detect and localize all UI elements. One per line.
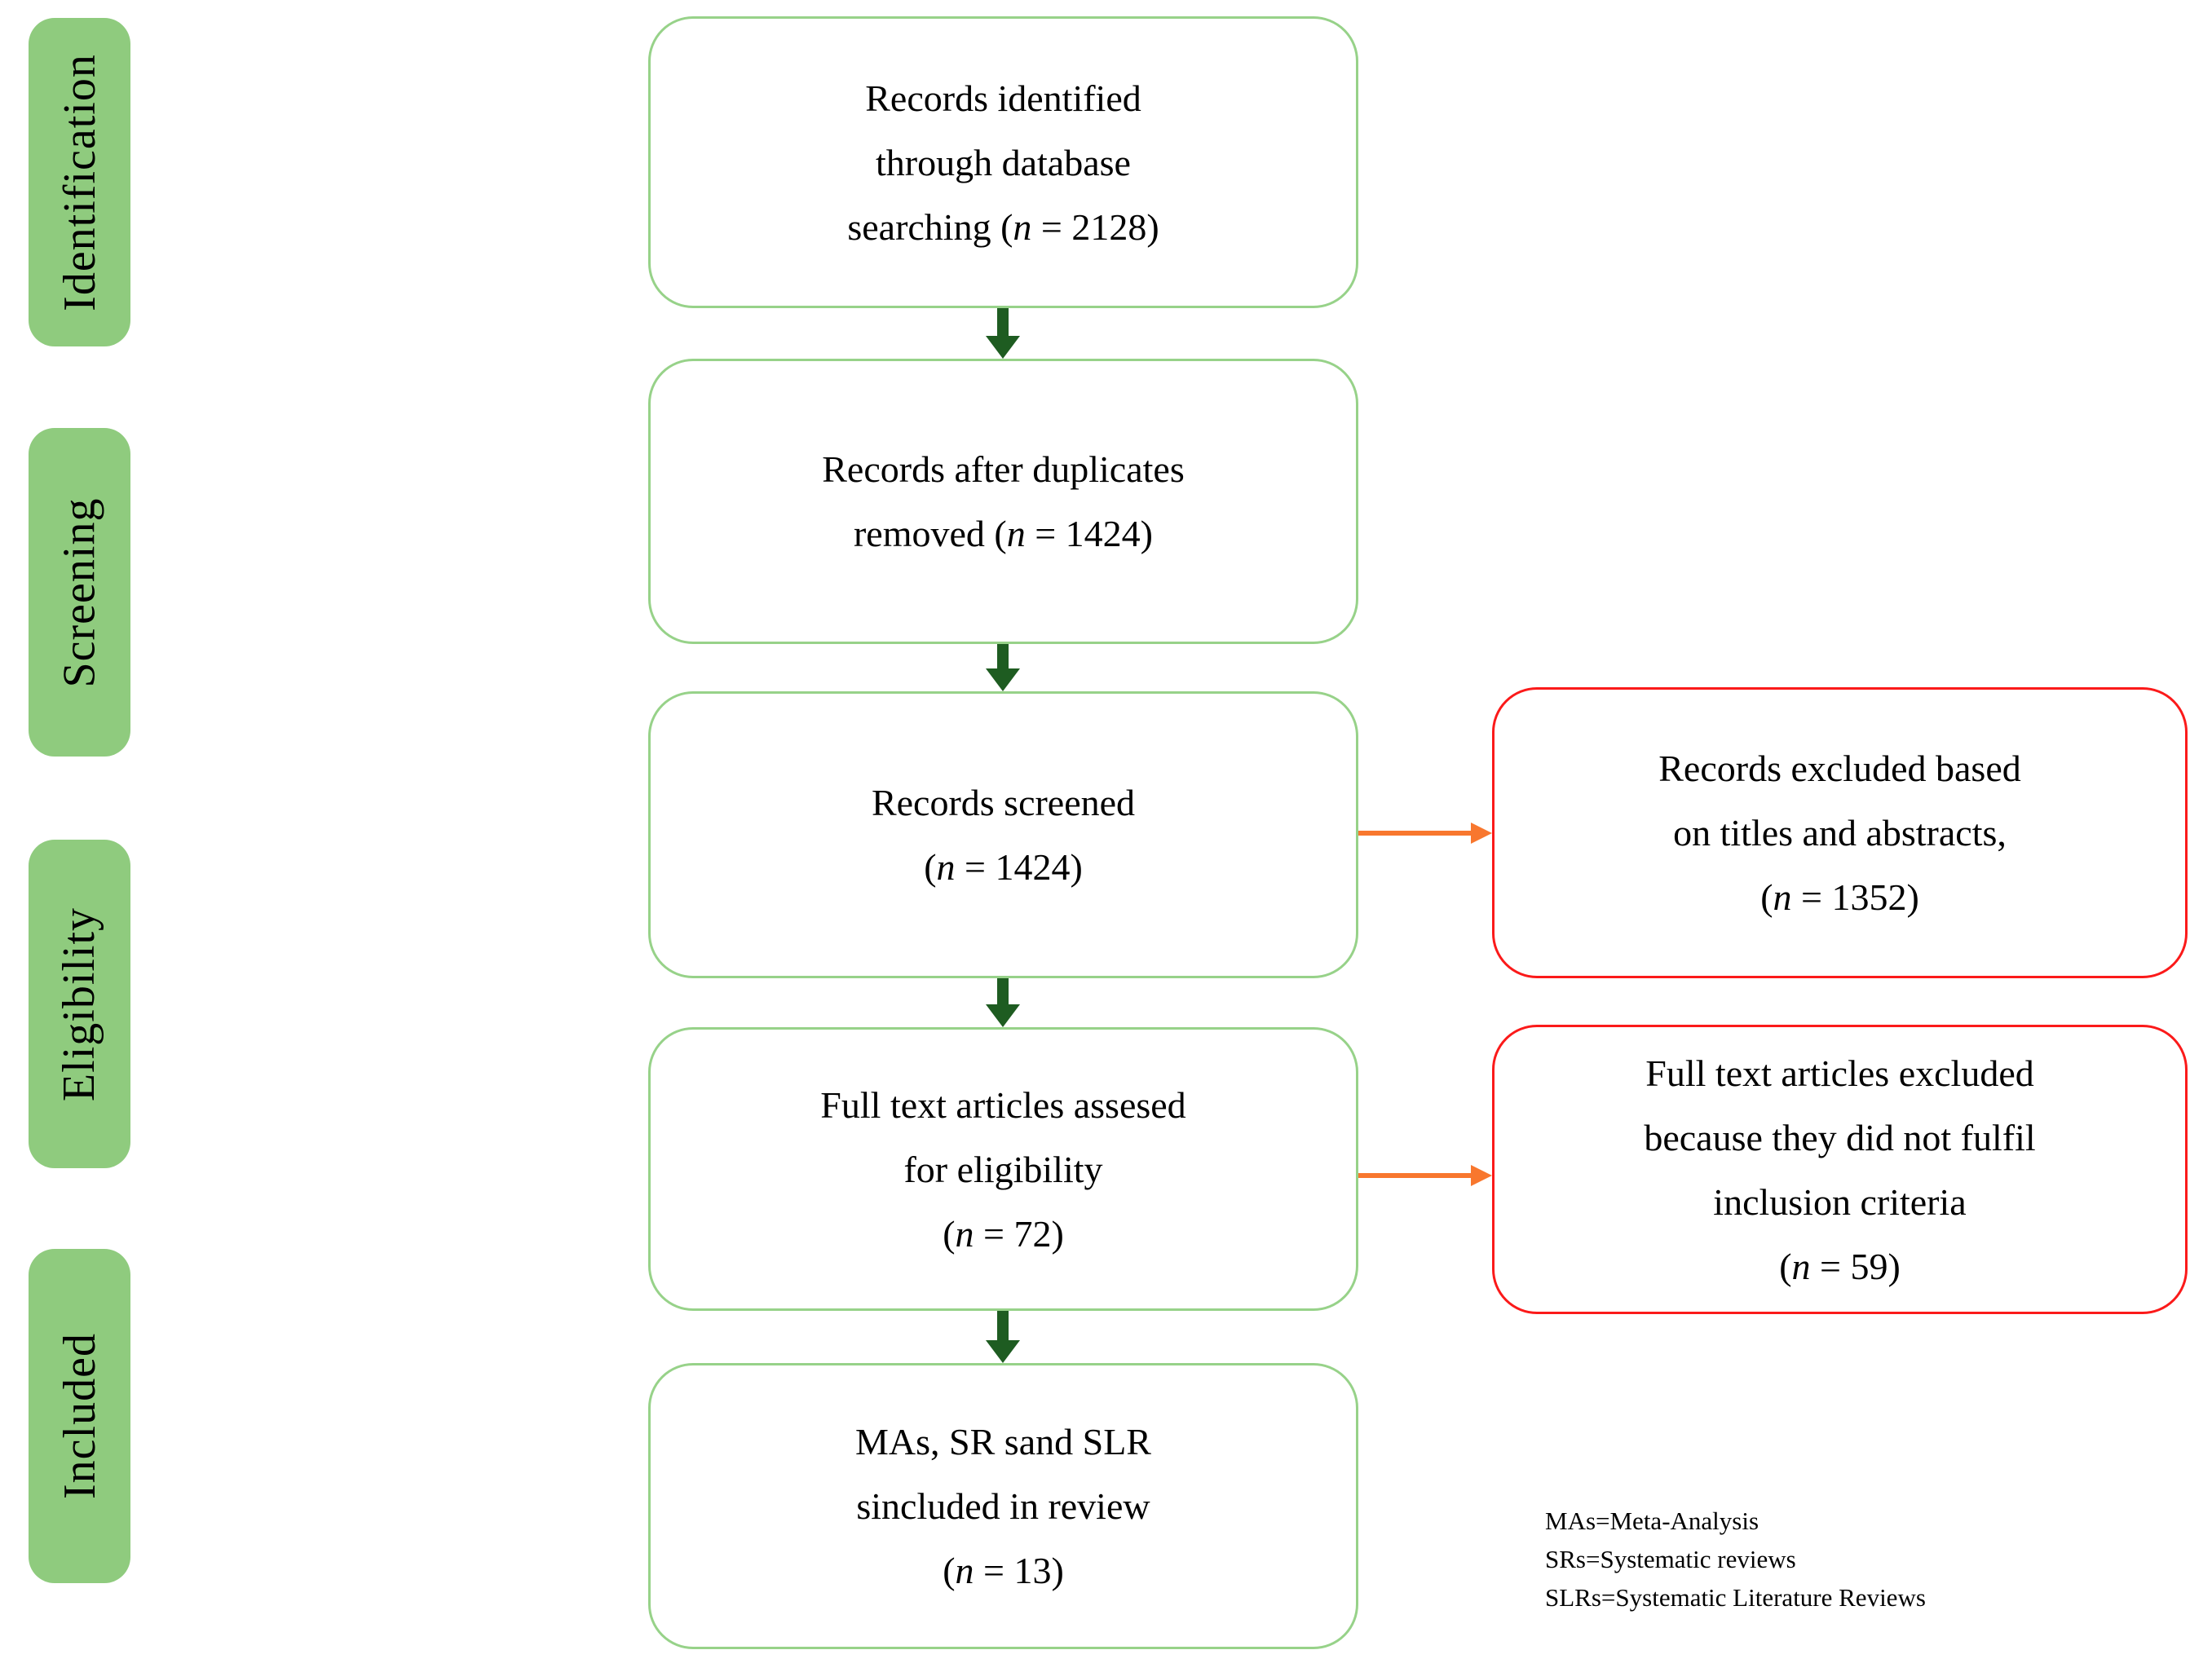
right-arrow-icon-1 [1358,823,1492,844]
down-arrow-icon-3 [986,978,1020,1027]
box-fulltext-assessed-text: Full text articles assesed for eligibili… [820,1073,1185,1266]
down-arrow-2-shaft [997,644,1009,668]
stage-screening: Screening [29,428,130,757]
box-duplicates-removed: Records after duplicates removed (n = 14… [648,359,1358,644]
legend-line-slrs: SLRs=Systematic Literature Reviews [1545,1583,1926,1612]
stage-screening-label: Screening [54,497,105,687]
down-arrow-icon-1 [986,308,1020,359]
stage-eligibility-label: Eligibility [54,907,105,1101]
down-arrow-3-shaft [997,978,1009,1004]
box-excluded-fulltext-line3: inclusion criteria [1713,1180,1967,1223]
box-records-identified-line1: Records identified [865,77,1141,119]
box-excluded-title-abstract-line3: (n = 1352) [1760,876,1919,918]
box-excluded-fulltext-text: Full text articles excluded because they… [1644,1041,2035,1299]
box-excluded-fulltext-line4: (n = 59) [1779,1245,1901,1287]
down-arrow-1-head [986,336,1020,359]
box-fulltext-assessed-line2: for eligibility [903,1148,1103,1190]
stage-eligibility: Eligibility [29,840,130,1168]
box-included-in-review: MAs, SR sand SLR sincluded in review (n … [648,1363,1358,1649]
box-included-in-review-text: MAs, SR sand SLR sincluded in review (n … [855,1410,1151,1603]
right-arrow-2-shaft [1358,1173,1471,1178]
legend-line-mas: MAs=Meta-Analysis [1545,1507,1759,1535]
down-arrow-2-head [986,668,1020,691]
box-duplicates-removed-text: Records after duplicates removed (n = 14… [822,437,1184,566]
box-records-identified-text: Records identified through database sear… [847,66,1159,259]
right-arrow-icon-2 [1358,1165,1492,1186]
box-included-in-review-line1: MAs, SR sand SLR [855,1421,1151,1462]
down-arrow-4-shaft [997,1311,1009,1340]
box-fulltext-assessed-line3: (n = 72) [943,1212,1064,1255]
box-records-screened-text: Records screened (n = 1424) [872,770,1135,899]
stage-identification: Identification [29,18,130,346]
down-arrow-icon-2 [986,644,1020,691]
box-records-screened-line1: Records screened [871,782,1136,823]
box-records-identified-line3: searching (n = 2128) [847,205,1159,248]
box-excluded-title-abstract-text: Records excluded based on titles and abs… [1658,736,2021,929]
box-included-in-review-line3: (n = 13) [943,1550,1064,1591]
down-arrow-icon-4 [986,1311,1020,1363]
box-excluded-title-abstract-line2: on titles and abstracts, [1673,812,2007,854]
box-included-in-review-line2: sincluded in review [856,1485,1150,1527]
box-records-identified: Records identified through database sear… [648,16,1358,308]
legend: MAs=Meta-Analysis SRs=Systematic reviews… [1545,1502,1926,1617]
stage-identification-label: Identification [54,53,105,311]
box-excluded-fulltext-line1: Full text articles excluded [1645,1052,2034,1094]
box-records-identified-line2: through database [876,141,1131,183]
down-arrow-1-shaft [997,308,1009,336]
box-excluded-fulltext: Full text articles excluded because they… [1492,1025,2188,1314]
box-records-screened-line2: (n = 1424) [924,846,1083,888]
down-arrow-3-head [986,1004,1020,1027]
right-arrow-1-head [1471,823,1492,844]
box-excluded-fulltext-line2: because they did not fulfil [1644,1116,2036,1158]
box-records-screened: Records screened (n = 1424) [648,691,1358,978]
right-arrow-2-head [1471,1165,1492,1186]
down-arrow-4-head [986,1340,1020,1363]
box-fulltext-assessed-line1: Full text articles assesed [820,1083,1186,1126]
box-fulltext-assessed: Full text articles assesed for eligibili… [648,1027,1358,1311]
stage-included-label: Included [54,1333,105,1499]
box-excluded-title-abstract-line1: Records excluded based [1658,748,2021,789]
box-excluded-title-abstract: Records excluded based on titles and abs… [1492,687,2188,978]
box-duplicates-removed-line1: Records after duplicates [822,448,1185,490]
box-duplicates-removed-line2: removed (n = 1424) [853,513,1153,554]
right-arrow-1-shaft [1358,831,1471,836]
stage-included: Included [29,1249,130,1583]
legend-line-srs: SRs=Systematic reviews [1545,1545,1796,1573]
